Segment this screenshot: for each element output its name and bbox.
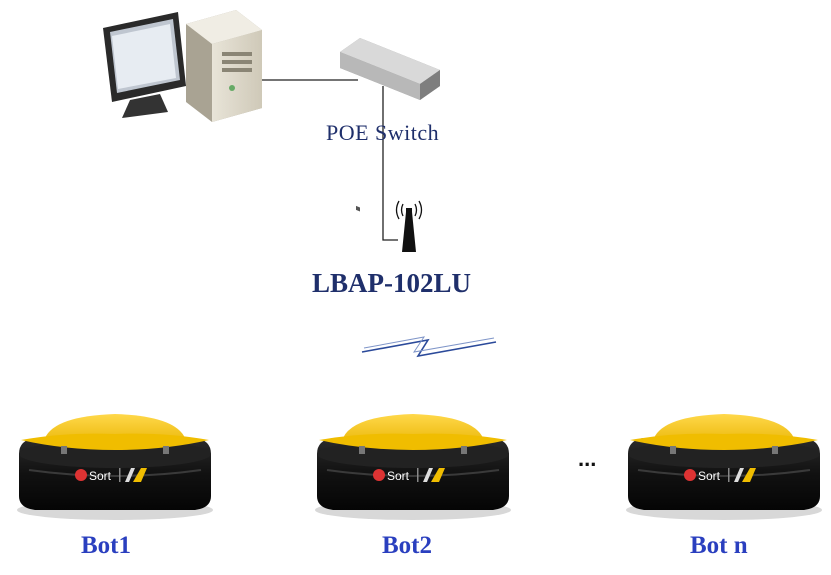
switch-label: POE Switch <box>326 120 439 146</box>
cable-switch-to-ap <box>383 86 398 240</box>
computer-monitor-icon <box>103 12 186 118</box>
bot2-label: Bot2 <box>382 532 432 560</box>
bot1-label: Bot1 <box>81 532 131 560</box>
more-bots-ellipsis: ... <box>578 446 596 472</box>
botn-label: Bot n <box>690 532 748 560</box>
pc-tower-icon <box>186 10 262 122</box>
antenna-icon <box>397 201 422 252</box>
wireless-link-icon <box>362 337 496 356</box>
robot-botn <box>626 414 822 520</box>
robot-bot2 <box>315 414 511 520</box>
access-point-label: LBAP-102LU <box>312 268 471 299</box>
robot-bot1 <box>17 414 213 520</box>
